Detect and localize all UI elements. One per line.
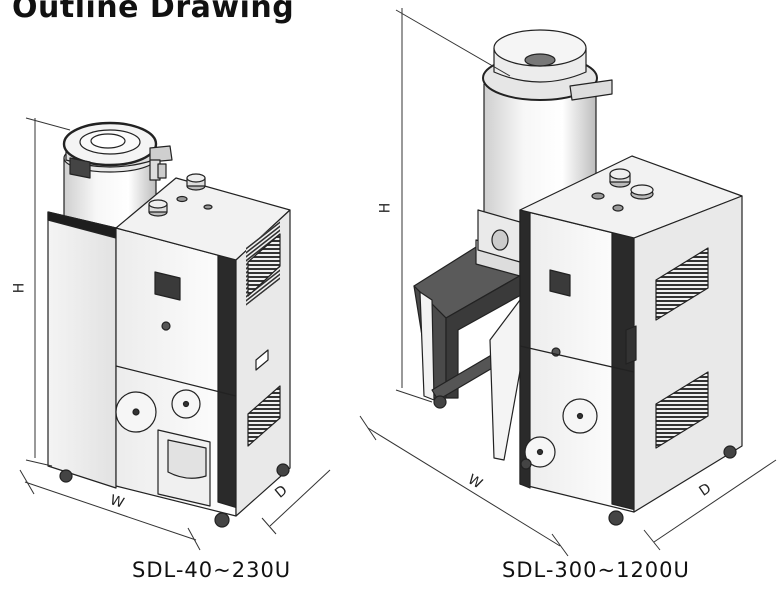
machine-large	[413, 29, 743, 526]
dimensions-small	[19, 117, 331, 551]
page-title: Outline Drawing	[12, 0, 295, 25]
model-caption-small: SDL-40~230U	[132, 558, 292, 582]
dimensions-large	[359, 8, 777, 557]
machine-small	[47, 121, 291, 528]
height-label-large: H	[377, 202, 394, 214]
height-label-small: H	[11, 282, 28, 294]
model-caption-large: SDL-300~1200U	[502, 558, 690, 582]
